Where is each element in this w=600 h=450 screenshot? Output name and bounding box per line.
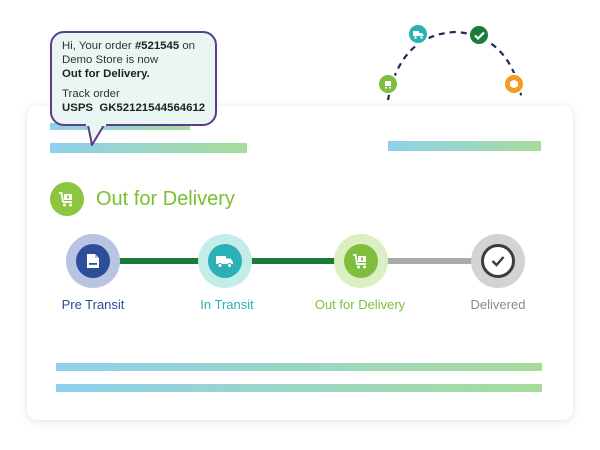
arc-box-icon <box>503 73 525 95</box>
greeting-suffix: on <box>179 40 196 52</box>
progress-line-complete <box>117 258 203 264</box>
progress-line-complete <box>250 258 337 264</box>
track-label: Track order <box>62 88 120 100</box>
step-delivered <box>471 234 525 288</box>
status-line: Out for Delivery. <box>62 68 150 80</box>
placeholder-bar <box>56 384 542 392</box>
placeholder-bar <box>388 141 541 151</box>
step-out-for-delivery <box>334 234 388 288</box>
placeholder-bar <box>50 123 190 130</box>
step-label-out-for-delivery: Out for Delivery <box>314 297 406 312</box>
order-notification-bubble: Hi, Your order #521545 on Demo Store is … <box>50 31 217 126</box>
order-number: #521545 <box>134 40 180 52</box>
placeholder-bar <box>50 143 247 153</box>
delivery-status: Out for Delivery <box>50 182 235 216</box>
tracking-arc-decoration <box>386 30 524 101</box>
check-icon <box>481 244 515 278</box>
store-line: Demo Store is now <box>62 54 159 66</box>
tracking-number: USPS GK52121544564612 <box>62 102 206 114</box>
greeting-prefix: Hi, Your order <box>62 40 135 52</box>
arc-check-icon <box>468 24 490 46</box>
step-label-delivered: Delivered <box>470 297 526 312</box>
truck-icon <box>208 244 242 278</box>
step-label-pre-transit: Pre Transit <box>61 297 125 312</box>
document-icon <box>76 244 110 278</box>
placeholder-bar <box>56 363 542 371</box>
arc-cart-icon <box>377 73 399 95</box>
step-in-transit <box>198 234 252 288</box>
step-label-in-transit: In Transit <box>200 297 254 312</box>
step-pre-transit <box>66 234 120 288</box>
cart-icon <box>344 244 378 278</box>
status-title: Out for Delivery <box>96 187 235 210</box>
arc-truck-icon <box>407 23 429 45</box>
bubble-tail <box>86 121 106 146</box>
cart-icon <box>50 182 84 216</box>
progress-line-pending <box>383 258 472 264</box>
